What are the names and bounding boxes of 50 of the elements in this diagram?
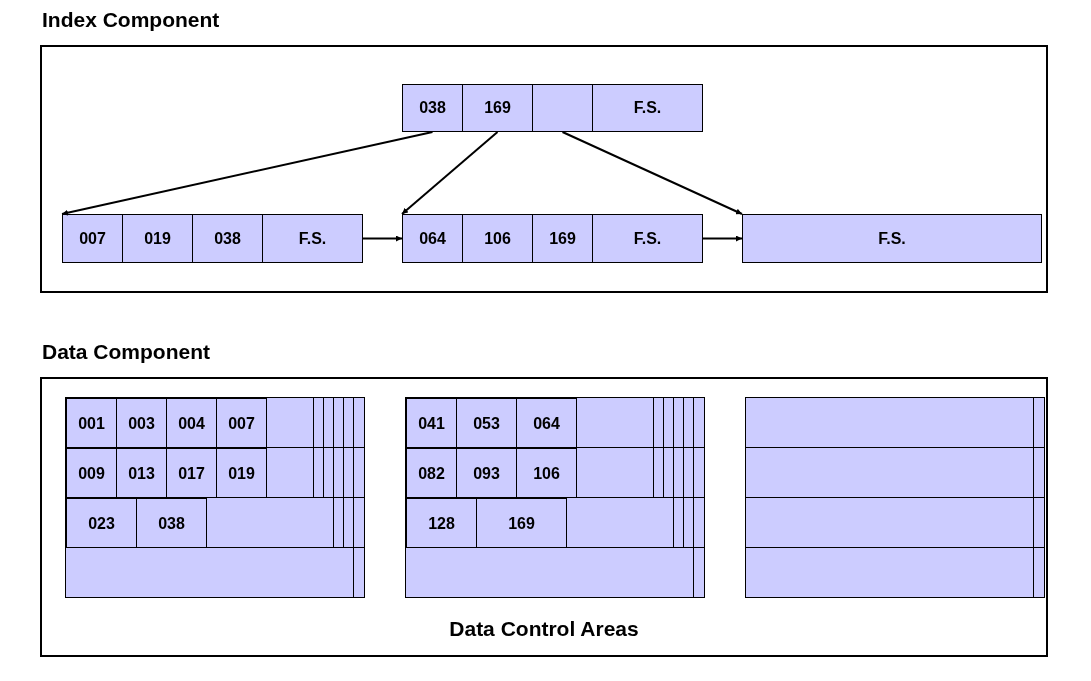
control-interval: [405, 397, 705, 448]
record-cell: 064: [402, 214, 463, 263]
record-cell: 106: [516, 448, 577, 499]
record-cell: 038: [192, 214, 263, 263]
control-area: [405, 397, 705, 598]
control-interval: [405, 497, 705, 548]
record-cell: 038: [402, 84, 463, 132]
control-interval: [65, 547, 365, 598]
area-caption: Data Control Areas: [448, 617, 640, 641]
control-interval: [65, 447, 365, 498]
record-cell: 019: [216, 448, 267, 499]
section-heading: Index Component: [42, 8, 220, 32]
arrow: [561, 131, 743, 215]
record-cell: 169: [462, 84, 533, 132]
record-cell: 064: [516, 398, 577, 449]
record-cell: 007: [62, 214, 123, 263]
control-interval: [405, 447, 705, 498]
control-interval: [745, 397, 1045, 448]
control-interval: [745, 447, 1045, 498]
record-cell: F.S.: [262, 214, 363, 263]
record-cell: 082: [406, 448, 457, 499]
control-interval: [65, 397, 365, 448]
record-cell: 169: [476, 498, 567, 549]
control-interval: [405, 547, 705, 598]
record-cell: 128: [406, 498, 477, 549]
index-record: [402, 84, 702, 132]
record-cell: F.S.: [592, 214, 703, 263]
record-cell: 023: [66, 498, 137, 549]
control-area: [65, 397, 365, 598]
record-cell: 001: [66, 398, 117, 449]
arrow: [401, 131, 499, 215]
section-heading: Data Component: [42, 340, 210, 364]
index-record: [62, 214, 362, 263]
arrow: [701, 235, 743, 242]
record-cell: 019: [122, 214, 193, 263]
control-interval: [745, 547, 1045, 598]
record-cell: 009: [66, 448, 117, 499]
record-cell: 106: [462, 214, 533, 263]
record-cell: 038: [136, 498, 207, 549]
record-cell: 169: [532, 214, 593, 263]
record-cell: F.S.: [592, 84, 703, 132]
index-record: [402, 214, 702, 263]
control-interval: [65, 497, 365, 548]
record-cell: 041: [406, 398, 457, 449]
control-area: [745, 397, 1045, 598]
index-record: F.S.: [742, 214, 1042, 263]
arrow: [61, 131, 434, 216]
arrow: [361, 235, 403, 242]
record-cell: 007: [216, 398, 267, 449]
control-interval: [745, 497, 1045, 548]
